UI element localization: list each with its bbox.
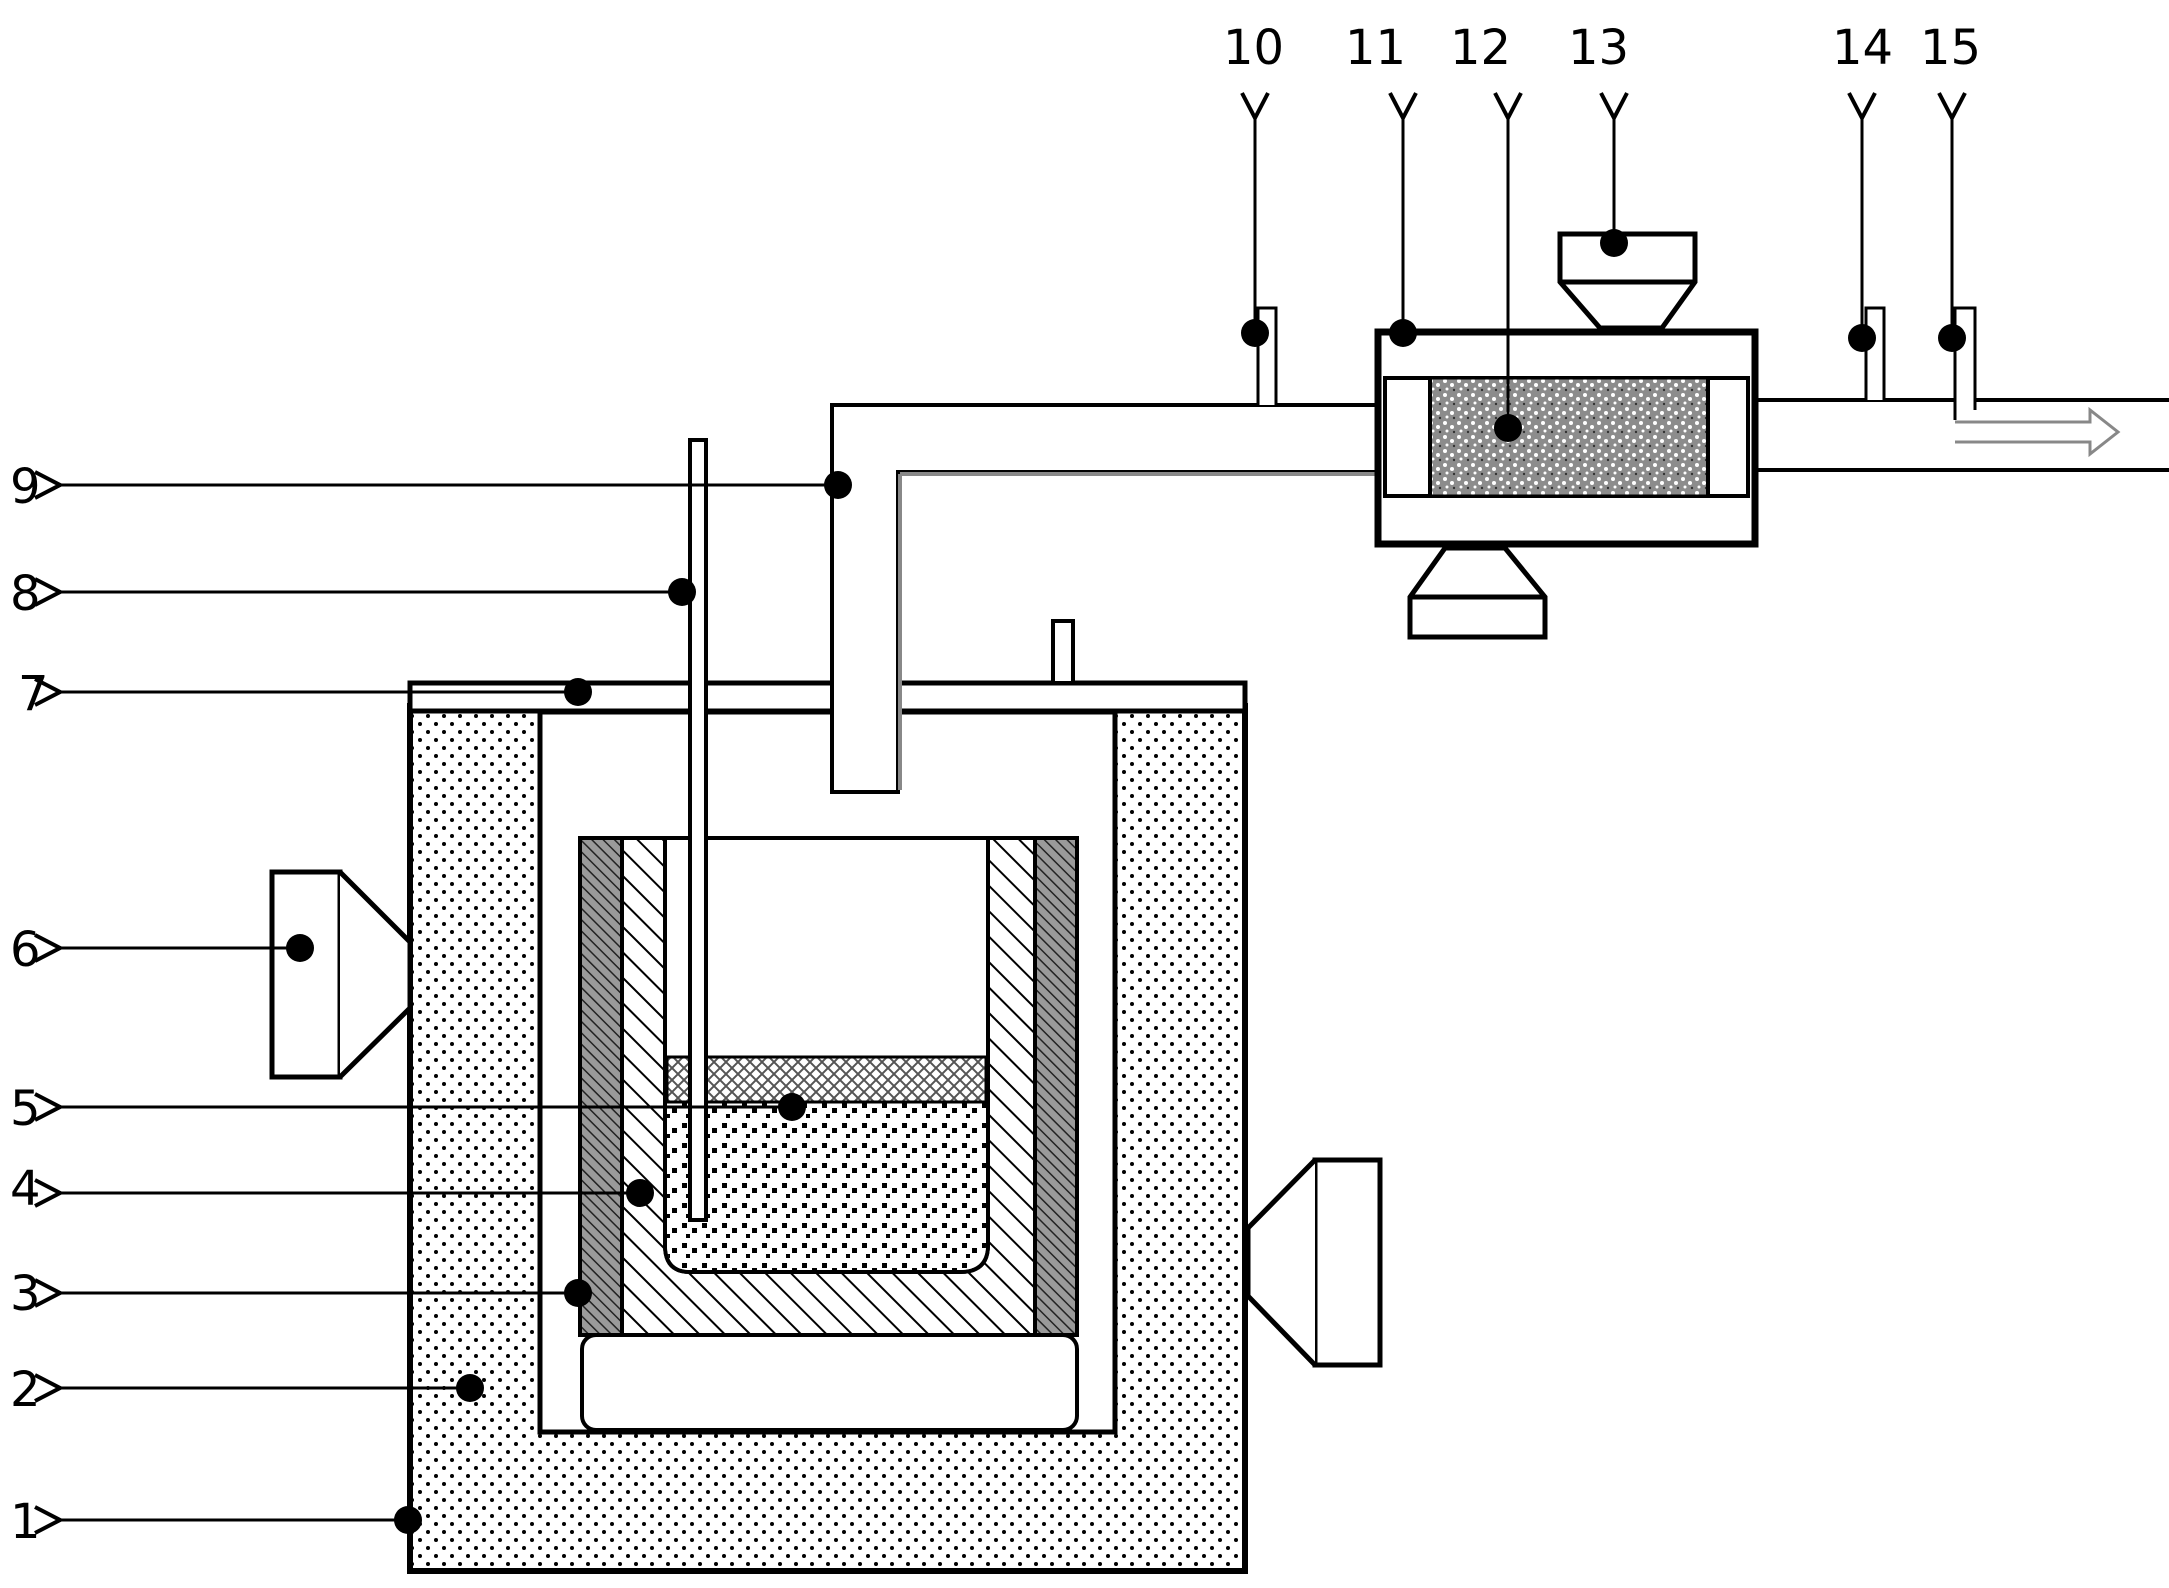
side-unit-left: [269, 869, 413, 1080]
label-11: 11: [1345, 20, 1406, 76]
top-hopper: [1557, 231, 1698, 331]
bottom-hopper: [1407, 545, 1548, 640]
label-6: 6: [10, 922, 41, 978]
leader-dots: [286, 229, 1966, 1534]
top-label-group: 10 11 12 13 14 15: [1223, 20, 1981, 76]
label-14: 14: [1832, 20, 1893, 76]
label-15: 15: [1920, 20, 1981, 76]
side-unit-right: [1245, 1157, 1383, 1368]
label-3: 3: [10, 1266, 41, 1322]
label-2: 2: [10, 1362, 41, 1418]
label-1: 1: [10, 1494, 41, 1550]
left-label-group: 9 8 7 6 5 4 3 2 1: [10, 459, 49, 1550]
label-8: 8: [10, 566, 41, 622]
label-7: 7: [18, 666, 49, 722]
filter-housing: [1374, 328, 1759, 548]
top-leaders: [1255, 118, 1952, 428]
left-leaders: [60, 485, 838, 1520]
label-13: 13: [1568, 20, 1629, 76]
label-5: 5: [10, 1081, 41, 1137]
label-4: 4: [10, 1161, 41, 1217]
label-12: 12: [1450, 20, 1511, 76]
label-9: 9: [10, 459, 41, 515]
lance-tube: [688, 438, 708, 1222]
crucible-assembly: [578, 836, 1079, 1432]
label-10: 10: [1223, 20, 1284, 76]
